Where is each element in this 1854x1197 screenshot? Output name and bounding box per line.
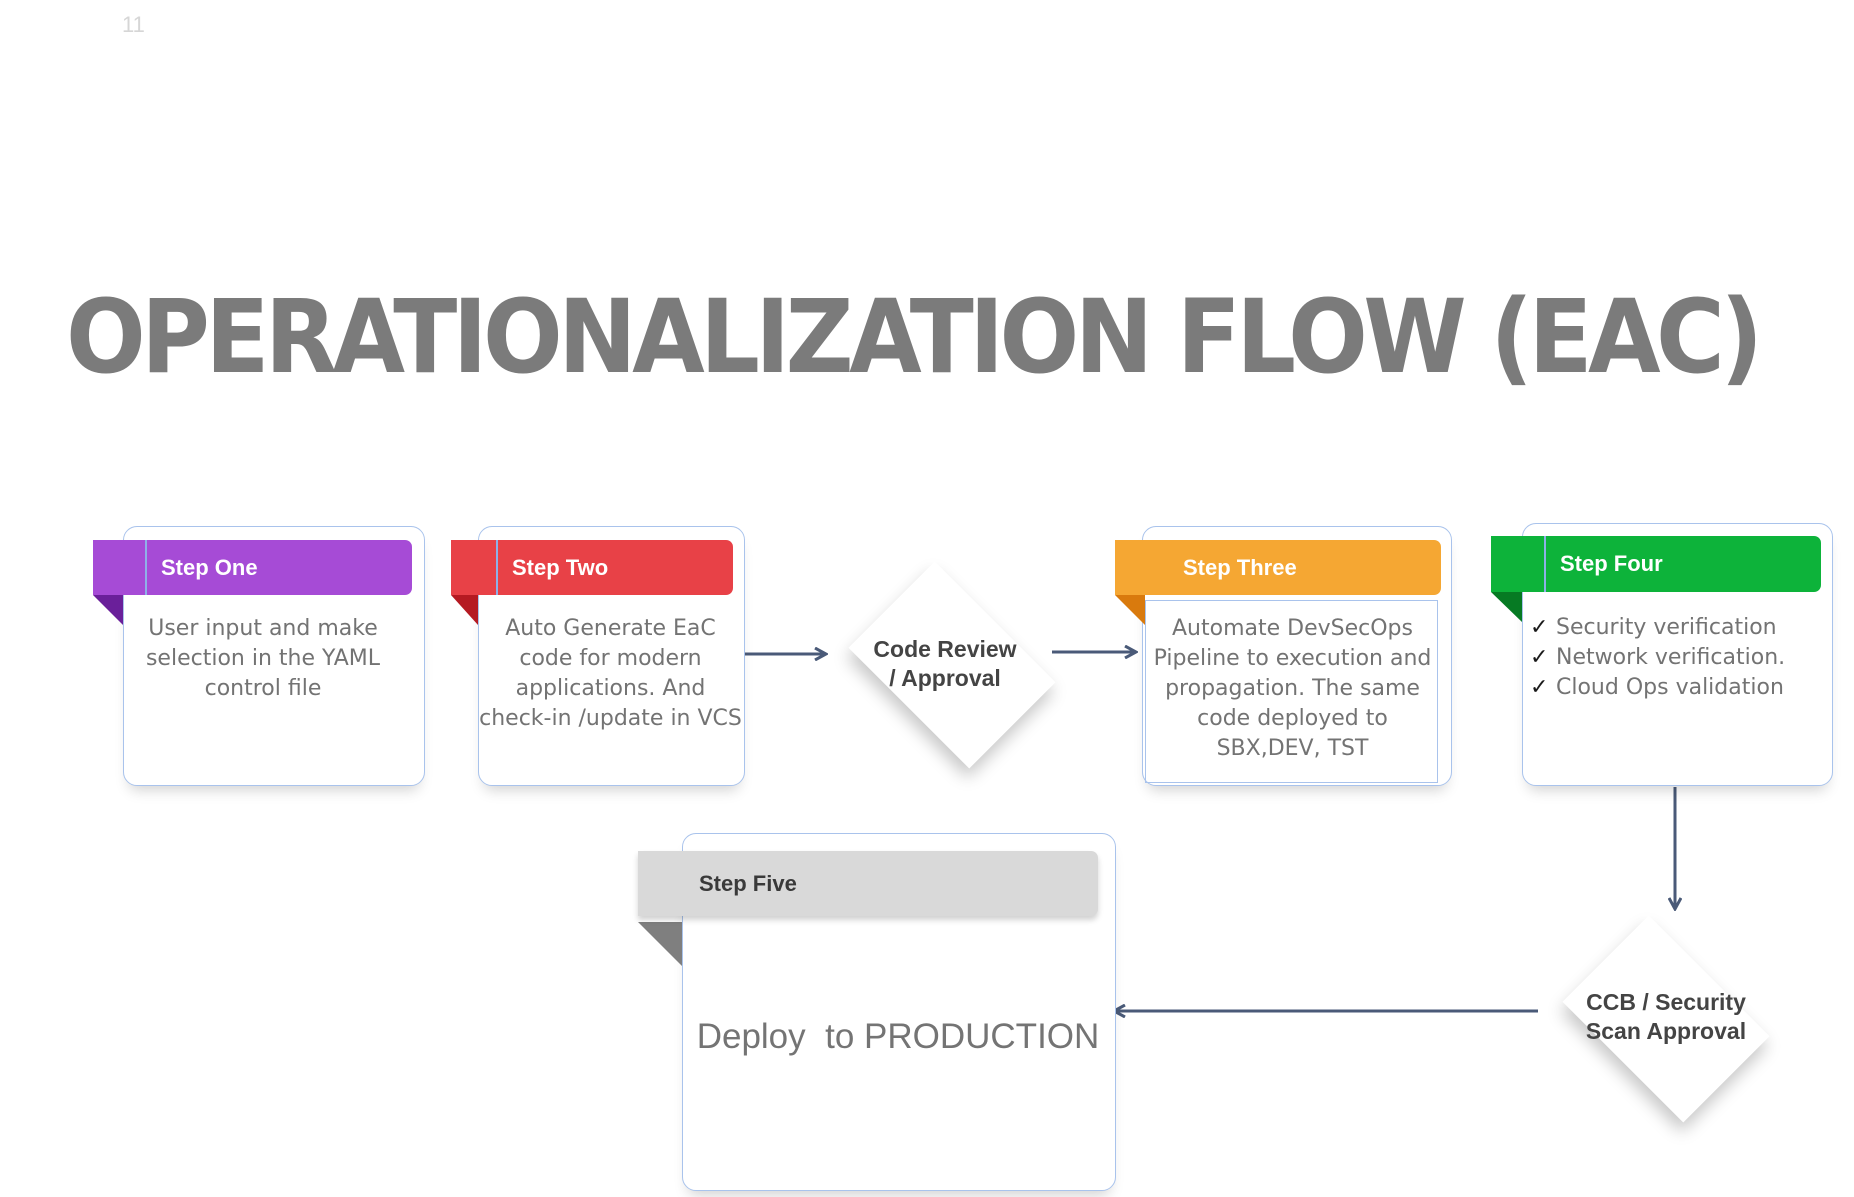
ccb-line-1: CCB / Security bbox=[1586, 989, 1746, 1015]
step-two-ribbon-fold bbox=[451, 595, 478, 625]
code-review-line-2: / Approval bbox=[889, 665, 1001, 691]
ccb-line-2: Scan Approval bbox=[1585, 1018, 1747, 1044]
step-three-ribbon: Step Three bbox=[1115, 540, 1441, 595]
step-one-ribbon: Step One bbox=[93, 540, 412, 595]
step-one-ribbon-fold bbox=[93, 595, 123, 625]
step-five-label: Step Five bbox=[699, 870, 797, 896]
step-five-ribbon-fold bbox=[638, 922, 682, 966]
step-four-label: Step Four bbox=[1560, 551, 1663, 576]
step-one-label: Step One bbox=[161, 554, 258, 580]
step-four-ribbon-fold bbox=[1491, 592, 1522, 622]
step-five-text: Deploy to PRODUCTION bbox=[696, 1017, 1100, 1056]
check-icon: ✓ bbox=[1530, 675, 1549, 700]
step-four-divider bbox=[1544, 536, 1546, 592]
code-review-label: Code Review / Approval bbox=[840, 635, 1050, 693]
step-three-ribbon-fold bbox=[1115, 595, 1145, 625]
step-five-ribbon: Step Five bbox=[638, 851, 1098, 916]
step-four-checklist: ✓ Security verification ✓ Network verifica… bbox=[1530, 613, 1785, 703]
checklist-item: ✓ Network verification. bbox=[1530, 643, 1785, 673]
checklist-item: ✓ Cloud Ops validation bbox=[1530, 673, 1785, 703]
check-icon: ✓ bbox=[1530, 615, 1549, 640]
slide-number: 11 bbox=[122, 12, 145, 37]
step-three-text-frame bbox=[1145, 600, 1438, 783]
code-review-line-1: Code Review bbox=[873, 636, 1017, 662]
step-three-text: Automate DevSecOps Pipeline to execution… bbox=[1153, 616, 1432, 761]
step-two-divider bbox=[496, 540, 498, 595]
check-icon: ✓ bbox=[1530, 645, 1549, 670]
step-one-text: User input and make selection in the YAM… bbox=[145, 616, 381, 701]
checklist-item-text: Cloud Ops validation bbox=[1556, 675, 1784, 700]
slide-title: OPERATIONALIZATION FLOW (EAC) bbox=[66, 278, 1763, 397]
step-one-divider bbox=[145, 540, 147, 595]
step-three-label: Step Three bbox=[1183, 554, 1297, 580]
step-two-ribbon: Step Two bbox=[451, 540, 733, 595]
step-two-label: Step Two bbox=[512, 554, 609, 580]
ccb-approval-label: CCB / Security Scan Approval bbox=[1551, 988, 1781, 1046]
checklist-item: ✓ Security verification bbox=[1530, 613, 1785, 643]
checklist-item-text: Security verification bbox=[1556, 615, 1777, 640]
step-two-text: Auto Generate EaC code for modern applic… bbox=[479, 616, 742, 731]
step-four-ribbon: Step Four bbox=[1491, 536, 1821, 592]
checklist-item-text: Network verification. bbox=[1556, 645, 1786, 670]
